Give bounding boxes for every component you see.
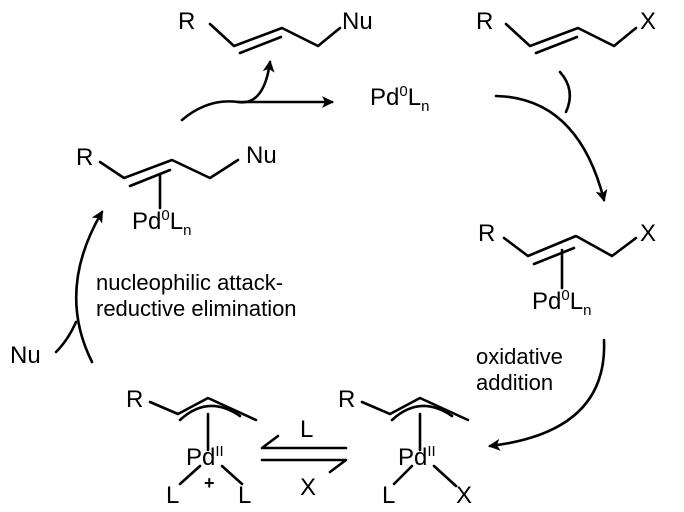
release-product-arrow — [180, 60, 275, 122]
oxidative-addition-arrow — [488, 338, 606, 451]
ligand-symbol: L — [569, 288, 584, 315]
equilibrium-right-half-arrow — [260, 458, 348, 474]
nucleophilic-attack-step-label: nucleophilic attack- reductive eliminati… — [96, 270, 297, 322]
incoming-nucleophile-label: Nu — [10, 342, 41, 369]
oxidation-state: II — [215, 443, 224, 460]
step-label-line: oxidative — [476, 344, 563, 369]
pi-complex-x-bonds — [502, 234, 638, 290]
cationic-complex-pd-label: PdII — [186, 443, 224, 471]
nucleophilic-attack-arrow — [74, 210, 104, 364]
nucleophile-entry-arrow — [54, 320, 78, 354]
equilibrium-top-label: L — [300, 416, 314, 443]
product-nu-label: Nu — [342, 8, 373, 35]
neutral-complex-x-label: X — [456, 482, 473, 509]
pi-complex-x-r-label: R — [478, 220, 496, 247]
pi-complex-nu-pd-label: Pd0Ln — [132, 207, 191, 238]
cationic-allyl-complex-bonds — [148, 396, 258, 486]
substrate-allyl-x-bonds — [504, 22, 638, 55]
pd-symbol: Pd — [132, 208, 162, 235]
pd-symbol: Pd — [370, 84, 400, 111]
equilibrium-left-half-arrow — [260, 434, 348, 450]
substrate-r-label: R — [476, 8, 494, 35]
oxidation-state: 0 — [399, 83, 408, 100]
pd0-catalyst-label: Pd0Ln — [370, 83, 429, 114]
pd-symbol: Pd — [532, 288, 562, 315]
cationic-charge-label: + — [204, 473, 215, 493]
oxidation-state: 0 — [161, 207, 170, 224]
ligand-count: n — [421, 97, 430, 115]
product-r-label: R — [178, 8, 196, 35]
pi-complex-nu-bonds — [98, 158, 240, 210]
pd-symbol: Pd — [186, 444, 216, 471]
ligand-count: n — [183, 221, 192, 239]
substrate-x-label: X — [640, 8, 657, 35]
ligand-count: n — [583, 301, 592, 319]
pd-symbol: Pd — [398, 444, 428, 471]
cationic-complex-r-label: R — [126, 386, 144, 413]
oxidation-state: II — [427, 443, 436, 460]
pi-complex-nu-r-label: R — [76, 144, 94, 171]
substrate-entry-arrow — [558, 70, 572, 114]
product-allyl-nu-bonds — [208, 22, 342, 55]
neutral-complex-ligand-label: L — [382, 482, 396, 509]
oxidative-addition-step-label: oxidative addition — [476, 344, 563, 396]
step-label-line: addition — [476, 370, 554, 395]
pi-complex-x-x-label: X — [640, 220, 657, 247]
ligand-symbol: L — [407, 84, 422, 111]
substrate-coordination-arrow — [494, 94, 608, 202]
pi-complex-nu-nu-label: Nu — [246, 142, 277, 169]
neutral-allyl-complex-bonds — [360, 396, 470, 488]
neutral-complex-r-label: R — [338, 386, 356, 413]
equilibrium-bottom-label: X — [300, 474, 317, 501]
step-label-line: nucleophilic attack- — [96, 270, 284, 295]
ligand-symbol: L — [169, 208, 184, 235]
step-label-line: reductive elimination — [96, 296, 297, 321]
cationic-complex-ligand-right-label: L — [238, 482, 252, 509]
pi-complex-x-pd-label: Pd0Ln — [532, 287, 591, 318]
cationic-complex-ligand-left-label: L — [166, 482, 180, 509]
neutral-complex-pd-label: PdII — [398, 443, 436, 471]
oxidation-state: 0 — [561, 287, 570, 304]
